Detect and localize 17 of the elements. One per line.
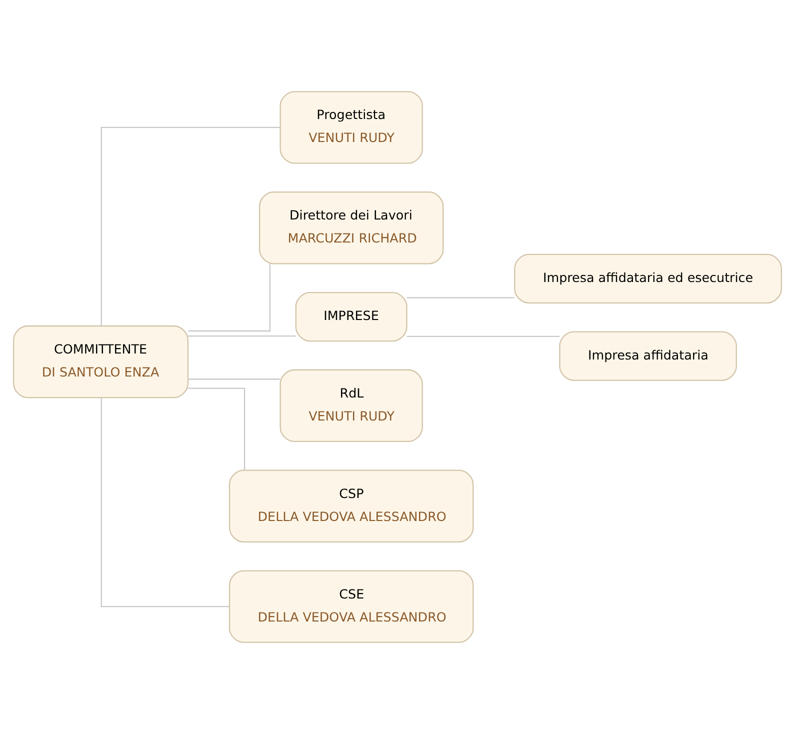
connector	[406, 335, 560, 336]
connector	[100, 397, 229, 607]
node-box: CSE DELLA VEDOVA ALESSANDRO	[228, 570, 474, 642]
connector	[188, 387, 245, 470]
node-box: CSP DELLA VEDOVA ALESSANDRO	[228, 469, 474, 542]
node-box: Direttore dei Lavori MARCUZZI RICHARD	[258, 191, 444, 264]
node-box: Progettista VENUTI RUDY	[279, 90, 422, 164]
connector	[188, 263, 270, 332]
node-box: COMMITTENTE DI SANTOLO ENZA	[12, 324, 188, 398]
connector	[188, 334, 296, 336]
connector	[406, 296, 514, 298]
node-box: RdL VENUTI RUDY	[279, 368, 422, 442]
connector	[100, 126, 280, 326]
node-box: Impresa affidataria	[558, 330, 736, 380]
node-box: Impresa affidataria ed esecutrice	[514, 253, 782, 303]
node-box: IMPRESE	[294, 291, 407, 342]
connector	[188, 378, 280, 380]
